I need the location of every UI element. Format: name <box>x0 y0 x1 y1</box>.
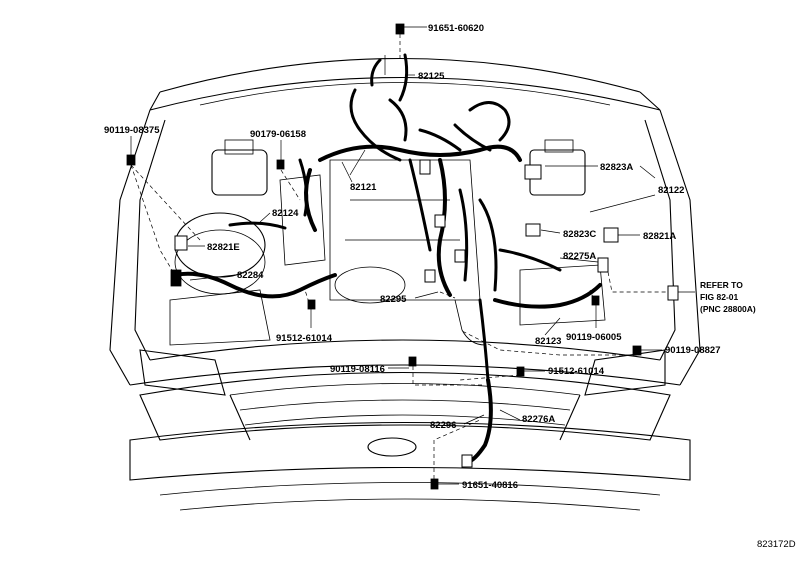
label-82823A: 82823A <box>600 162 633 173</box>
label-90119-08375: 90119-08375 <box>104 125 160 136</box>
label-91512-61014-right: 91512-61014 <box>548 366 605 377</box>
part-labels: 91651-60620 82125 90119-08375 90179-0615… <box>104 23 796 550</box>
label-82122: 82122 <box>658 185 684 196</box>
label-90179-06158: 90179-06158 <box>250 129 306 140</box>
fasteners <box>126 23 642 490</box>
label-82123: 82123 <box>535 336 561 347</box>
label-82823C: 82823C <box>563 229 596 240</box>
label-82821A: 82821A <box>643 231 676 242</box>
connector-82821A <box>603 227 619 243</box>
refer-line-2: FIG 82-01 <box>700 292 739 302</box>
connectors <box>170 159 679 468</box>
connector-82823C <box>525 223 541 237</box>
connector-82821E <box>174 235 188 251</box>
label-82125: 82125 <box>418 71 445 82</box>
refer-line-3: (PNC 28800A) <box>700 304 756 314</box>
refer-line-1: REFER TO <box>700 280 743 290</box>
label-91651-60620: 91651-60620 <box>428 23 484 34</box>
label-90119-08827: 90119-08827 <box>665 345 720 356</box>
label-82275A: 82275A <box>563 251 596 262</box>
label-82296: 82296 <box>430 420 456 431</box>
connector-82823A <box>524 164 542 180</box>
leader-lines <box>130 26 695 485</box>
label-90119-06005: 90119-06005 <box>566 332 622 343</box>
label-82124: 82124 <box>272 208 299 219</box>
figure-number: 823172D <box>757 539 796 550</box>
label-82284: 82284 <box>237 270 264 281</box>
label-91512-61014-left: 91512-61014 <box>276 333 333 344</box>
label-82821E: 82821E <box>207 242 240 253</box>
connector-refer <box>667 285 679 301</box>
connector-82284 <box>170 269 182 287</box>
wire-harnesses <box>173 53 602 464</box>
label-82121: 82121 <box>350 182 377 193</box>
label-82295: 82295 <box>380 294 407 305</box>
connector-82275A <box>597 257 609 273</box>
label-82276A: 82276A <box>522 414 555 425</box>
label-91651-40816: 91651-40816 <box>462 480 518 491</box>
label-90119-08116: 90119-08116 <box>330 364 385 375</box>
